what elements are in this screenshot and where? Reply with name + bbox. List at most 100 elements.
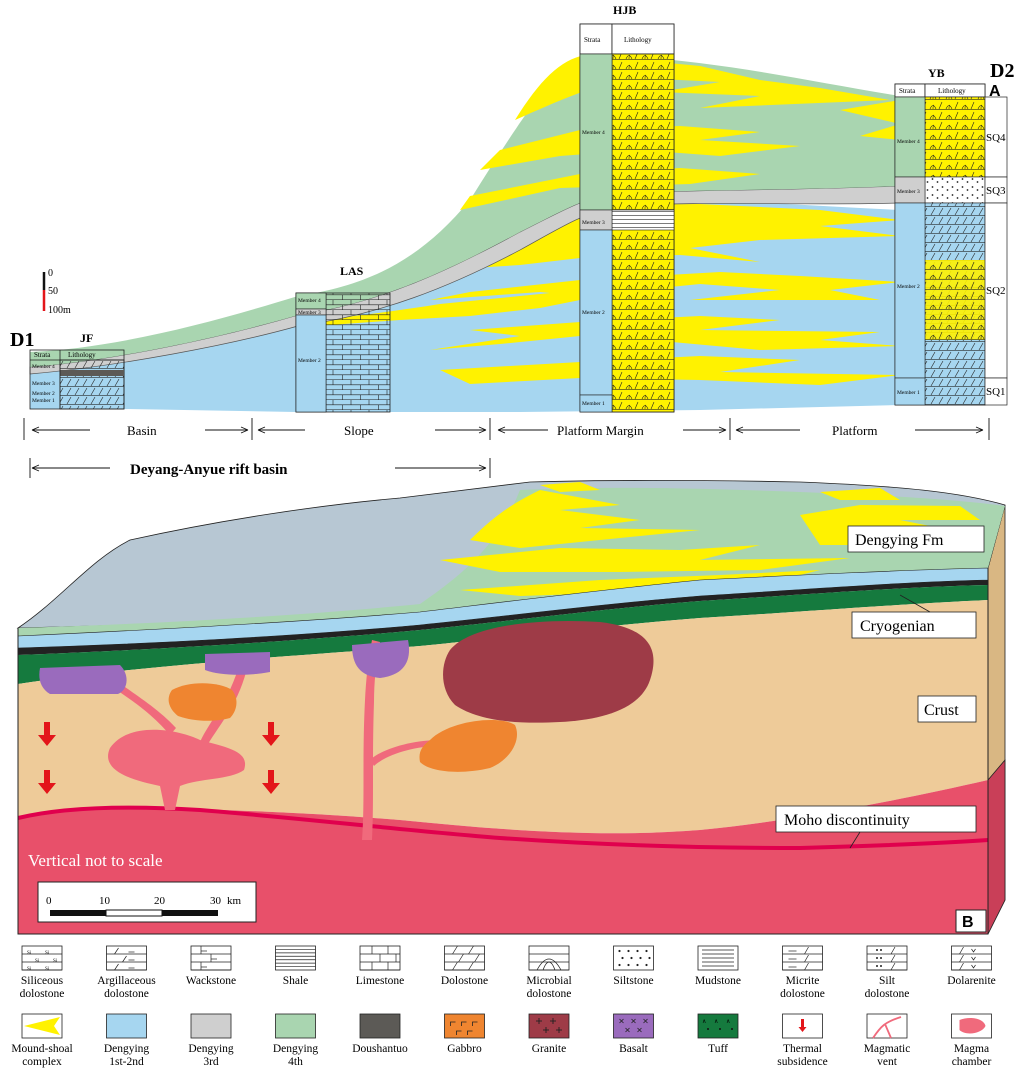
moho-label: Moho discontinuity: [775, 805, 977, 849]
member-label: Member 2: [32, 391, 55, 397]
svg-text:100m: 100m: [48, 305, 71, 316]
dengying-label: Dengying Fm: [847, 525, 985, 553]
svg-text:B: B: [962, 914, 974, 931]
legend-item-shale: Shale: [275, 945, 316, 987]
member-label: Member 2: [298, 358, 321, 364]
svg-text:Si: Si: [35, 959, 40, 964]
mantle: [18, 780, 988, 934]
block-diagram: Dengying Fm Cryogenian Crust Moho discon…: [16, 480, 1006, 935]
member-label: Member 3: [582, 220, 605, 226]
legend-item-tuff: ∧ ∧ ∧ Tuff: [697, 1013, 739, 1055]
svg-text:Si: Si: [45, 967, 50, 972]
member-label: Member 1: [32, 398, 55, 404]
mound-shoal-block: [440, 482, 980, 596]
svg-text:Si: Si: [27, 967, 32, 972]
svg-text:∧: ∧: [714, 1019, 718, 1025]
cryogenian-label: Cryogenian: [851, 594, 977, 639]
svg-text:Crust: Crust: [924, 702, 959, 719]
svg-text:Dengying Fm: Dengying Fm: [855, 532, 944, 549]
member-label: Member 4: [298, 298, 321, 304]
zone-basin: Basin: [127, 423, 157, 438]
svg-text:Si: Si: [45, 951, 50, 956]
column-header-strata-yb: Strata: [899, 87, 916, 95]
legend-label: Mudstone: [695, 975, 741, 987]
km-scale-bar: 0 10 20 30 km: [37, 881, 257, 923]
legend-label: Basalt: [619, 1043, 649, 1055]
svg-text:km: km: [227, 895, 242, 907]
crust-label: Crust: [917, 695, 977, 723]
vertical-scale-bar: 0 50 100m: [42, 268, 71, 316]
legend-item-basalt: Basalt: [613, 1013, 654, 1055]
zone-slope: Slope: [344, 423, 374, 438]
svg-text:∧: ∧: [702, 1019, 706, 1025]
member-label: Member 1: [897, 390, 920, 396]
thermal-subsidence-arrows: [38, 722, 280, 794]
member-label: Member 1: [582, 401, 605, 407]
member-label: Member 3: [298, 310, 321, 316]
legend-item-dolarenite: Dolarenite: [947, 945, 996, 987]
svg-text:Moho discontinuity: Moho discontinuity: [784, 812, 910, 829]
svg-text:0: 0: [46, 895, 52, 907]
column-header-lithology-hjb: Lithology: [624, 36, 652, 44]
gabbro-body: [419, 720, 518, 772]
legend-label: Granite: [532, 1043, 566, 1055]
svg-text:0: 0: [48, 268, 53, 279]
scale-note: Vertical not to scale: [28, 851, 163, 870]
column-name-hjb: HJB: [613, 3, 636, 17]
sequence-label: SQ2: [986, 285, 1006, 297]
legend-item-mudstone: Mudstone: [695, 945, 741, 987]
column-name-las: LAS: [340, 264, 364, 278]
legend-label: Dolarenite: [947, 975, 996, 987]
member-label: Member 2: [582, 310, 605, 316]
legend-label: Doushantuo: [352, 1043, 408, 1055]
column-las: [295, 292, 391, 413]
column-header-strata-jf: Strata: [34, 351, 51, 359]
svg-text:∧: ∧: [726, 1019, 730, 1025]
svg-text:Si: Si: [27, 951, 32, 956]
svg-text:Si: Si: [53, 959, 58, 964]
legend-label: Dolostone: [441, 975, 488, 987]
stratigraphic-section: Strata Lithology Strata Lithology Strata…: [10, 3, 1014, 478]
svg-text:30: 30: [210, 895, 222, 907]
column-jf: [29, 349, 125, 410]
sequence-label: SQ4: [986, 132, 1006, 144]
section-end-right: D2: [990, 60, 1014, 82]
column-header-lithology-jf: Lithology: [68, 351, 96, 359]
legend-label: Limestone: [356, 975, 405, 987]
legend-label: Shale: [283, 975, 309, 987]
moho-line: [17, 805, 989, 851]
legend-label: Wackstone: [186, 975, 236, 987]
legend-item-fill: Doushantuo: [352, 1013, 408, 1055]
legend-label: Tuff: [708, 1043, 728, 1055]
legend-item-wackstone: Wackstone: [186, 945, 236, 987]
column-yb: [894, 83, 1008, 406]
panel-label-b: B: [955, 909, 987, 933]
column-name-jf: JF: [80, 331, 93, 345]
member-label: Member 4: [897, 139, 920, 145]
member-label: Member 2: [897, 284, 920, 290]
svg-text:10: 10: [99, 895, 111, 907]
legend-item-siltstone: Siltstone: [613, 945, 654, 987]
granite-body: [443, 620, 654, 723]
svg-text:20: 20: [154, 895, 166, 907]
svg-text:Cryogenian: Cryogenian: [860, 618, 935, 635]
